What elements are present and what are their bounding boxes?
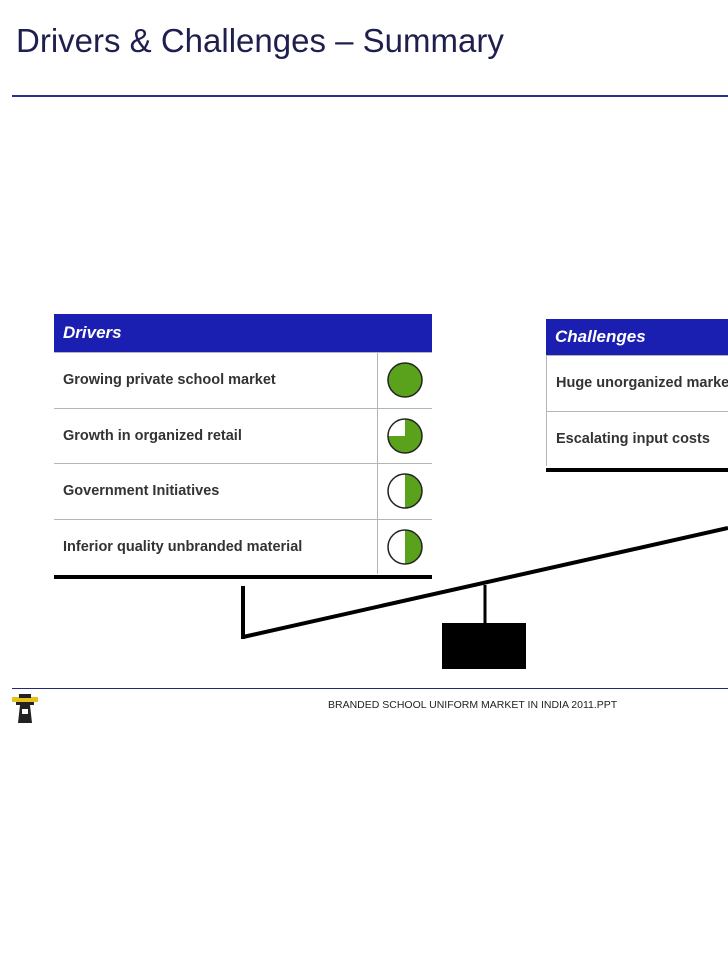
- page-title: Drivers & Challenges – Summary: [16, 22, 504, 59]
- harvey-ball-icon: [377, 464, 432, 519]
- challenge-label: Escalating input costs: [556, 430, 710, 447]
- title-divider: [12, 95, 728, 97]
- lighthouse-icon: [10, 694, 40, 729]
- driver-label: Growth in organized retail: [63, 427, 242, 444]
- footer-divider: [12, 688, 728, 689]
- drivers-row: Growing private school market: [54, 352, 432, 408]
- drivers-row: Government Initiatives: [54, 463, 432, 519]
- driver-label: Inferior quality unbranded material: [63, 538, 303, 555]
- drivers-row: Growth in organized retail: [54, 407, 432, 463]
- harvey-ball-icon: [377, 408, 432, 463]
- harvey-ball-icon: [377, 353, 432, 408]
- challenge-label: Huge unorganized market: [556, 375, 728, 392]
- challenges-row: Escalating input costs: [546, 410, 728, 466]
- scale-beam: [242, 526, 728, 639]
- drivers-header: Drivers: [54, 314, 432, 352]
- drivers-row: Inferior quality unbranded material: [54, 518, 432, 574]
- footer-text: BRANDED SCHOOL UNIFORM MARKET IN INDIA 2…: [328, 699, 618, 711]
- challenges-header: Challenges: [546, 319, 728, 355]
- driver-label: Government Initiatives: [63, 483, 220, 500]
- fulcrum-base: [442, 623, 526, 669]
- challenges-row: Huge unorganized market: [546, 355, 728, 411]
- harvey-ball-icon: [377, 519, 432, 574]
- driver-label: Growing private school market: [63, 372, 276, 389]
